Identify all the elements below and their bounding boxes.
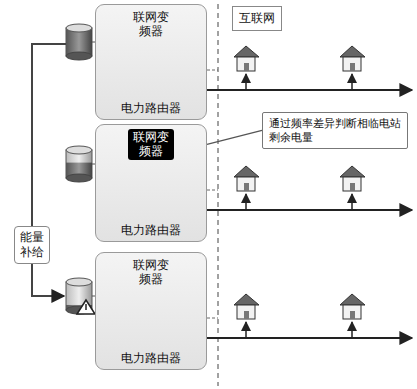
warning-mark bbox=[85, 304, 87, 310]
converter-unit: 联网变频器电力路由器 bbox=[95, 124, 207, 242]
net-link bbox=[207, 318, 218, 319]
unit-label: 电力路由器 bbox=[96, 101, 206, 116]
node-text: 通过频率差异判断相临电站剩余电量 bbox=[269, 116, 401, 145]
converter-unit: 联网变频器电力路由器 bbox=[95, 4, 207, 120]
warning-icon bbox=[77, 300, 95, 314]
net-link bbox=[207, 190, 218, 191]
house-icon bbox=[234, 46, 259, 90]
storage-cylinder bbox=[66, 24, 95, 60]
unit-heading: 联网变频器 bbox=[128, 9, 174, 40]
divider-line bbox=[218, 4, 219, 386]
callout-box: 通过频率差异判断相临电站剩余电量 bbox=[262, 112, 408, 149]
node-text: 互联网 bbox=[239, 10, 275, 27]
node-text: 能量补给 bbox=[19, 230, 45, 260]
unit-label: 电力路由器 bbox=[96, 223, 206, 238]
storage-cylinder bbox=[66, 146, 95, 182]
house-icon bbox=[234, 294, 259, 338]
net-link bbox=[207, 70, 218, 71]
converter-unit: 联网变频器电力路由器 bbox=[95, 252, 207, 370]
house-icon bbox=[234, 166, 259, 210]
callout-leader bbox=[207, 130, 262, 144]
label-box: 能量补给 bbox=[14, 226, 50, 264]
unit-heading: 联网变频器 bbox=[128, 129, 174, 160]
storage-cylinder bbox=[66, 278, 95, 314]
house-icon bbox=[340, 166, 365, 210]
unit-heading: 联网变频器 bbox=[128, 257, 174, 288]
house-icon bbox=[340, 46, 365, 90]
unit-label: 电力路由器 bbox=[96, 351, 206, 366]
label-box: 互联网 bbox=[232, 6, 282, 31]
house-icon bbox=[340, 294, 365, 338]
illustration bbox=[32, 24, 412, 346]
